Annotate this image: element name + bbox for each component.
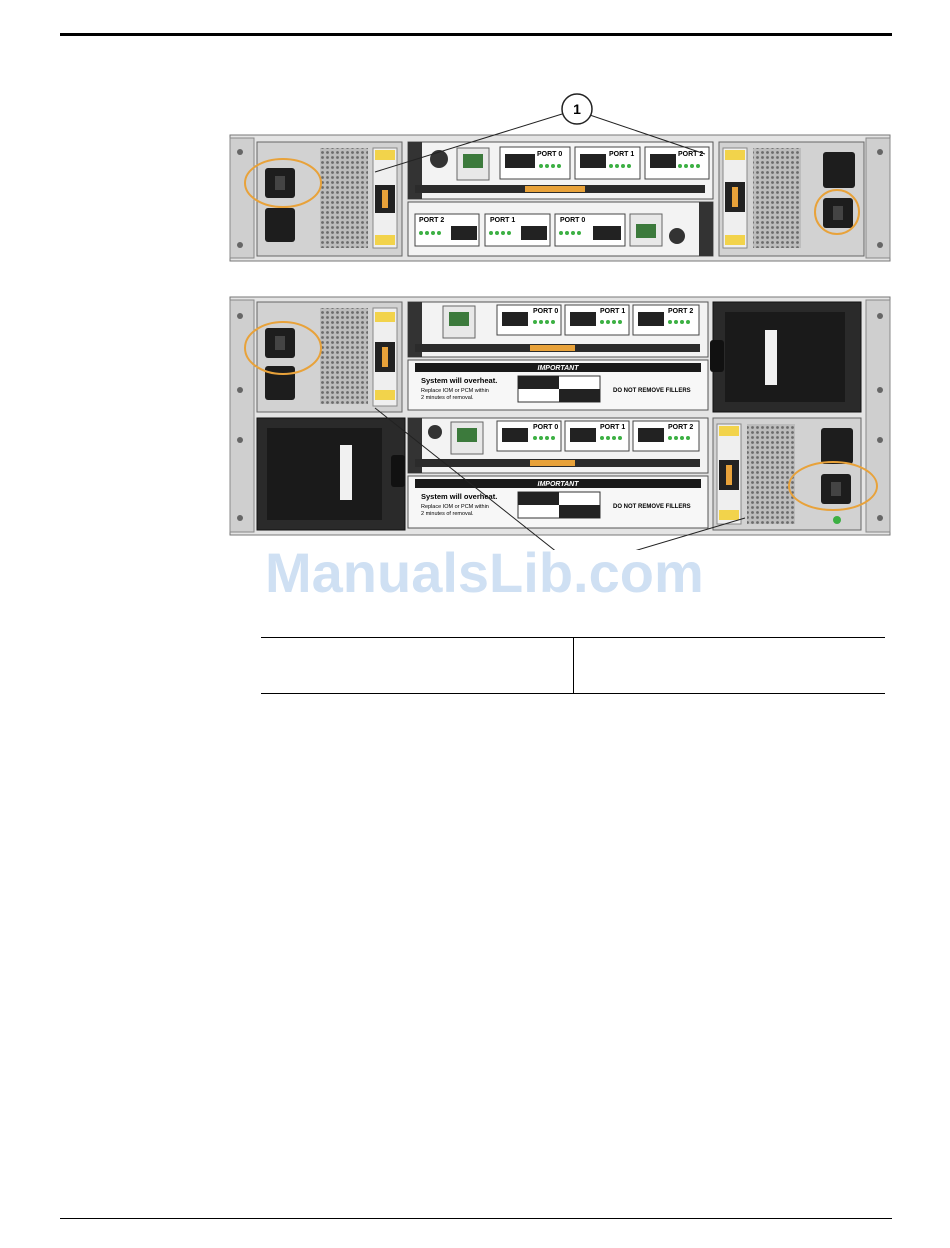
power-switch-highlight <box>788 461 878 511</box>
top-io-b-port-0: PORT 0 <box>554 213 626 247</box>
top-enclosure: PORT 0 PORT 1 PORT 2 <box>229 134 891 262</box>
port-label: PORT 0 <box>560 217 585 224</box>
callout-2: 2 <box>374 407 746 550</box>
enclosure-illustration: PORT 0 PORT 1 PORT 2 <box>229 93 891 550</box>
callout-1: 1 <box>374 93 706 173</box>
port-label: PORT 1 <box>600 308 625 315</box>
top-io-b-port-1: PORT 1 <box>484 213 551 247</box>
bottom-lower-io-port-2: PORT 2 <box>632 420 700 452</box>
bottom-upper-filler-panel: IMPORTANT System will overheat. Replace … <box>407 359 709 411</box>
power-switch-highlight <box>244 158 322 208</box>
enclosure-rear-figure: PORT 0 PORT 1 PORT 2 <box>225 90 895 550</box>
port-label: PORT 1 <box>609 151 634 158</box>
power-switch-highlight <box>814 189 860 235</box>
bottom-lower-left-filler <box>256 417 406 531</box>
figure-legend-table <box>261 637 885 694</box>
bottom-lower-io-port-0: PORT 0 <box>496 420 562 452</box>
top-io-module-a: PORT 0 PORT 1 PORT 2 <box>407 141 714 200</box>
filler-warning-line2: 2 minutes of removal. <box>421 511 474 517</box>
bottom-enclosure: PORT 0 PORT 1 PORT 2 I <box>229 296 891 536</box>
top-left-power-supply <box>256 141 403 257</box>
filler-warning-line1: Replace IOM or PCM within <box>421 504 489 510</box>
filler-header: IMPORTANT <box>538 365 580 372</box>
filler-note: DO NOT REMOVE FILLERS <box>613 388 691 394</box>
bottom-lower-filler-panel: IMPORTANT System will overheat. Replace … <box>407 475 709 529</box>
callout-number: 1 <box>573 101 581 117</box>
port-label: PORT 2 <box>419 217 444 224</box>
filler-header: IMPORTANT <box>538 481 580 488</box>
top-io-a-port-1: PORT 1 <box>574 146 641 180</box>
bottom-upper-io-port-2: PORT 2 <box>632 304 700 336</box>
top-io-a-port-0: PORT 0 <box>499 146 571 180</box>
bottom-upper-io-module: PORT 0 PORT 1 PORT 2 <box>407 301 709 358</box>
filler-note: DO NOT REMOVE FILLERS <box>613 504 691 510</box>
watermark: ManualsLib.com <box>265 541 704 604</box>
filler-warning-title: System will overheat. <box>421 492 497 501</box>
port-label: PORT 0 <box>533 424 558 431</box>
port-label: PORT 0 <box>537 151 562 158</box>
filler-warning-title: System will overheat. <box>421 376 497 385</box>
bottom-upper-io-port-0: PORT 0 <box>496 304 562 336</box>
port-label: PORT 1 <box>490 217 515 224</box>
bottom-upper-io-port-1: PORT 1 <box>564 304 630 336</box>
filler-warning-line1: Replace IOM or PCM within <box>421 388 489 394</box>
port-label: PORT 2 <box>678 151 703 158</box>
port-label: PORT 2 <box>668 424 693 431</box>
top-io-module-b: PORT 2 PORT 1 PORT 0 <box>407 201 714 257</box>
legend-cell <box>261 638 574 693</box>
port-label: PORT 0 <box>533 308 558 315</box>
bottom-upper-left-power-supply <box>256 301 403 413</box>
legend-cell <box>574 638 886 693</box>
top-io-a-port-2: PORT 2 <box>644 146 710 180</box>
port-label: PORT 2 <box>668 308 693 315</box>
top-io-b-port-2: PORT 2 <box>414 213 480 247</box>
bottom-lower-io-port-1: PORT 1 <box>564 420 630 452</box>
bottom-lower-right-power-supply <box>712 417 862 531</box>
footer-rule <box>60 1218 892 1219</box>
power-switch-highlight <box>244 321 322 375</box>
port-label: PORT 1 <box>600 424 625 431</box>
header-rule <box>60 33 892 36</box>
bottom-upper-right-filler <box>710 301 862 413</box>
bottom-lower-io-module: PORT 0 PORT 1 PORT 2 <box>407 417 709 474</box>
filler-warning-line2: 2 minutes of removal. <box>421 395 474 401</box>
top-right-power-supply <box>718 141 865 257</box>
